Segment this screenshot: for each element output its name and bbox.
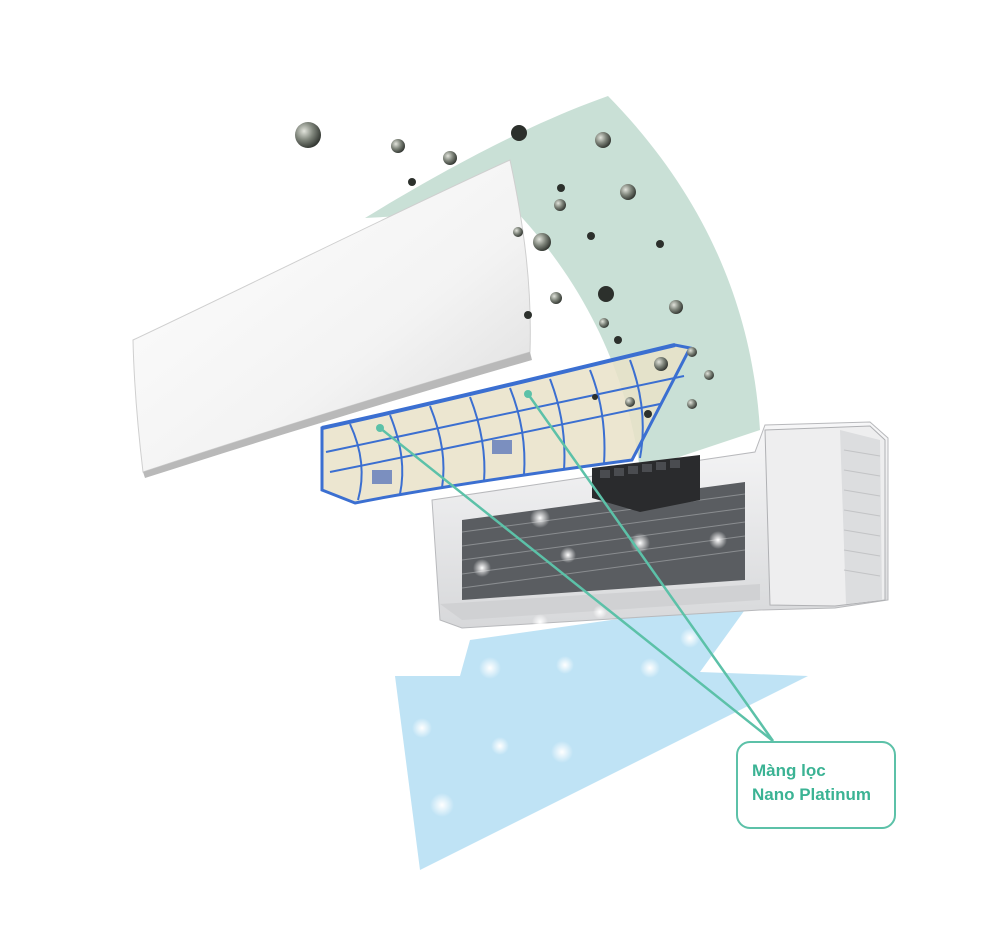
callout-leader-lines	[379, 393, 775, 742]
front-panel-edge	[143, 352, 532, 478]
filter-callout-box: Màng lọc Nano Platinum	[736, 741, 896, 829]
dust-particles	[295, 122, 714, 418]
indoor-unit	[431, 421, 889, 629]
leader-dot	[376, 424, 384, 432]
filter-latch	[492, 440, 512, 454]
clean-air-sparkles	[412, 508, 727, 817]
leader-dot	[524, 390, 532, 398]
callout-label-line2: Nano Platinum	[752, 785, 872, 804]
callout-label-line1: Màng lọc	[752, 761, 826, 780]
nano-platinum-filter	[320, 343, 693, 505]
outflow-airflow-arrow	[395, 600, 808, 870]
filter-latch	[372, 470, 392, 484]
front-panel	[132, 159, 531, 473]
